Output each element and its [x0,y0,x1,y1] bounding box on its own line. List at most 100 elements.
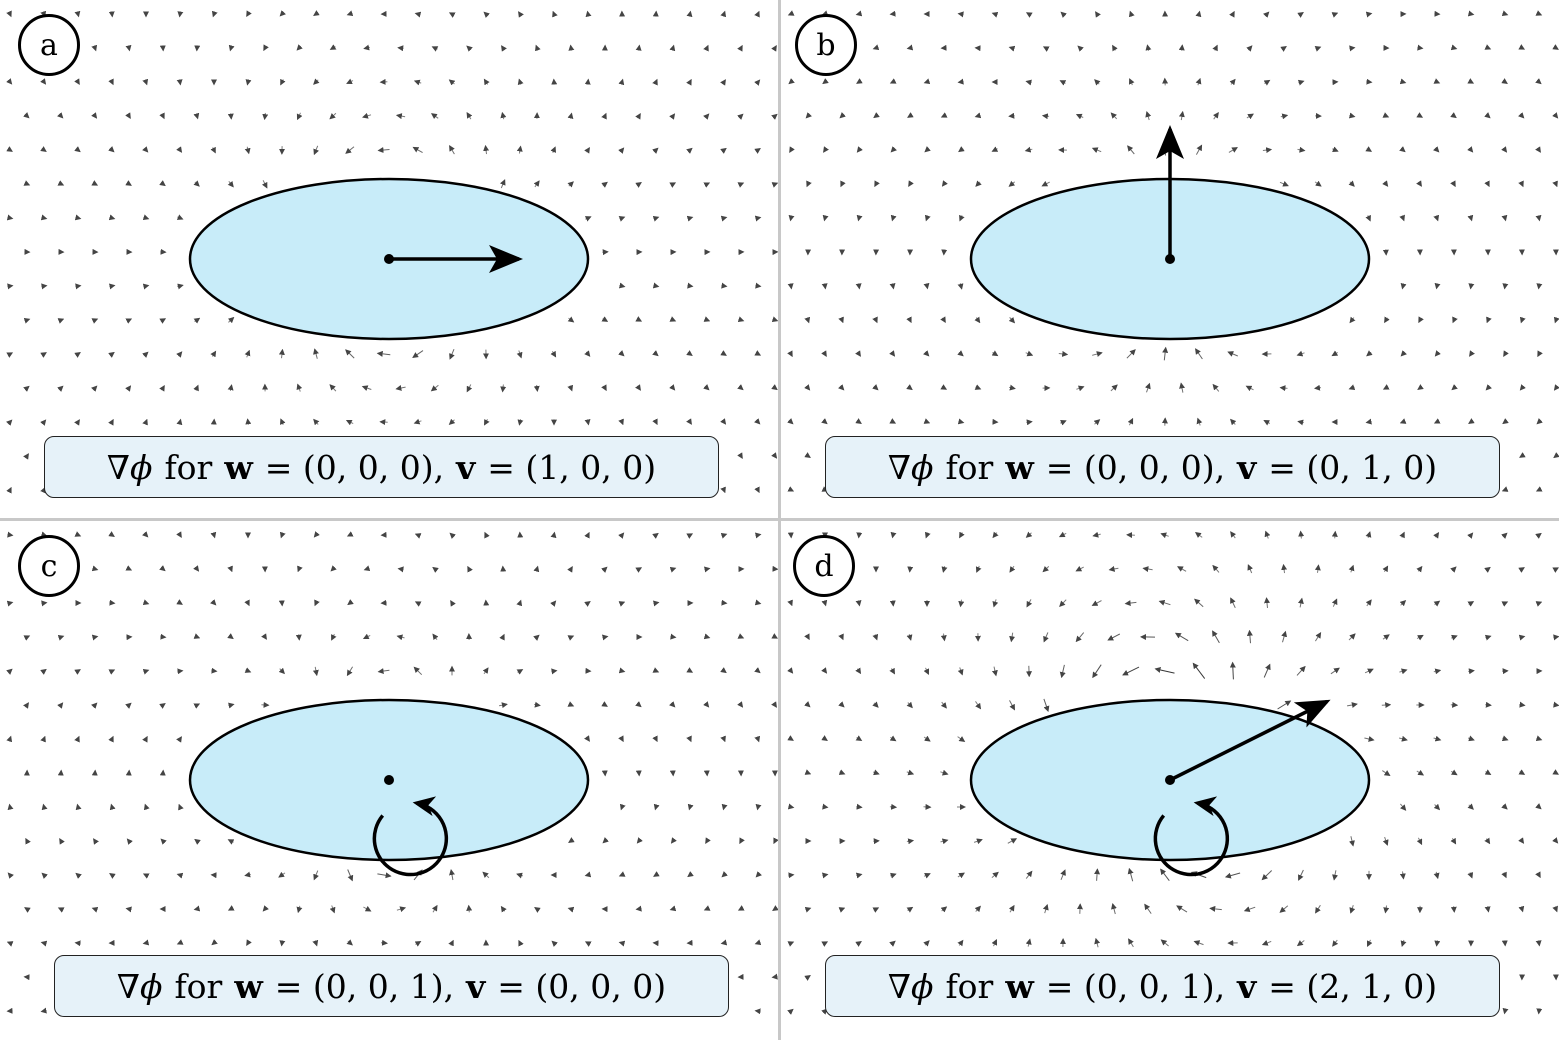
field-arrow-48 [855,600,862,607]
field-arrow-39 [1348,564,1355,573]
field-arrow-40 [601,566,608,573]
field-arrow-131 [771,701,777,708]
field-arrow-204 [838,907,846,913]
field-arrow-109 [1364,668,1374,675]
field-arrow-169 [906,838,915,845]
field-arrow-120 [975,701,982,710]
field-arrow-50 [923,78,931,85]
field-arrow-130 [1519,701,1526,708]
field-arrow-7 [1025,12,1033,18]
field-arrow-102 [345,146,355,154]
field-arrow-206 [906,906,914,913]
field-arrow-103 [1154,667,1175,674]
field-arrow-117 [872,701,879,708]
field-arrow-62 [1331,598,1338,607]
field-arrow-233 [246,939,252,946]
field-arrow-162 [1434,282,1441,290]
w-symbol: w [1005,447,1034,487]
field-arrow-96 [923,667,930,676]
field-arrow-0 [7,531,14,538]
field-arrow-85 [1348,633,1356,641]
field-arrow-75 [1008,112,1015,119]
field-arrow-191 [1162,346,1169,361]
field-arrow-67 [721,599,728,606]
field-arrow-135 [889,735,897,742]
field-arrow-130 [737,701,744,708]
field-arrow-137 [957,736,966,742]
field-arrow-174 [601,316,609,322]
field-arrow-79 [362,112,372,119]
field-arrow-6 [992,531,999,539]
field-arrow-228 [74,419,80,426]
field-arrow-157 [75,803,82,811]
field-arrow-132 [787,735,794,741]
field-arrow-121 [1009,700,1015,711]
field-arrow-163 [1468,283,1475,290]
field-arrow-126 [601,181,608,188]
field-arrow-9 [1092,531,1101,538]
field-arrow-170 [940,316,946,324]
field-arrow-52 [210,599,217,606]
field-arrow-35 [1212,44,1218,52]
field-arrow-33 [363,565,371,572]
field-arrow-59 [1230,597,1236,609]
field-arrow-83 [1281,630,1288,643]
field-arrow-166 [25,837,31,845]
field-arrow-33 [363,44,370,51]
field-arrow-94 [74,669,81,675]
field-arrow-223 [703,905,711,911]
field-arrow-116 [840,180,846,188]
field-arrow-40 [1382,565,1389,573]
field-arrow-43 [704,566,711,573]
field-arrow-111 [1433,146,1440,153]
field-arrow-88 [1451,634,1458,641]
field-arrow-66 [1467,78,1475,84]
field-arrow-131 [771,182,778,188]
field-arrow-64 [618,601,626,607]
field-arrow-164 [721,803,728,811]
field-arrow-142 [1501,735,1509,742]
field-arrow-175 [1416,837,1423,846]
field-arrow-238 [413,418,422,425]
field-arrow-119 [159,703,166,709]
field-arrow-190 [345,349,355,359]
field-arrow-231 [957,939,964,947]
panel-d: d ∇ϕ for w = (0, 0, 1), v = (2, 1, 0) [781,521,1559,1040]
field-arrow-165 [1535,803,1542,810]
field-arrow-21 [720,532,728,539]
center-point [1165,775,1175,785]
field-arrow-89 [1484,634,1492,641]
field-arrow-294 [754,486,760,494]
field-arrow-243 [584,419,591,426]
field-arrow-35 [1212,564,1220,573]
field-arrow-230 [142,418,148,426]
field-arrow-227 [821,941,829,947]
field-arrow-236 [345,419,354,426]
field-arrow-186 [991,871,999,878]
field-arrow-214 [395,384,406,391]
field-arrow-215 [430,384,439,392]
field-arrow-153 [1518,769,1526,775]
field-arrow-206 [125,385,132,392]
field-arrow-44 [1518,567,1525,573]
field-arrow-34 [1178,44,1185,51]
field-arrow-180 [7,872,14,879]
v-value: = (0, 1, 0) [1268,447,1438,487]
field-arrow-20 [686,10,693,18]
field-arrow-27 [941,565,948,573]
field-arrow-17 [1365,11,1373,18]
field-arrow-208 [974,384,982,390]
field-arrow-198 [618,871,626,877]
field-arrow-77 [1075,632,1085,643]
field-arrow-176 [670,837,677,844]
field-arrow-98 [991,666,998,677]
field-arrow-202 [1535,871,1541,879]
field-arrow-165 [755,282,762,289]
field-arrow-69 [805,112,812,119]
field-arrow-7 [246,10,252,18]
field-arrow-99 [1024,146,1033,153]
field-arrow-188 [1058,350,1069,357]
field-arrow-7 [1025,531,1033,538]
field-arrow-37 [501,45,507,52]
field-arrow-95 [889,667,895,675]
